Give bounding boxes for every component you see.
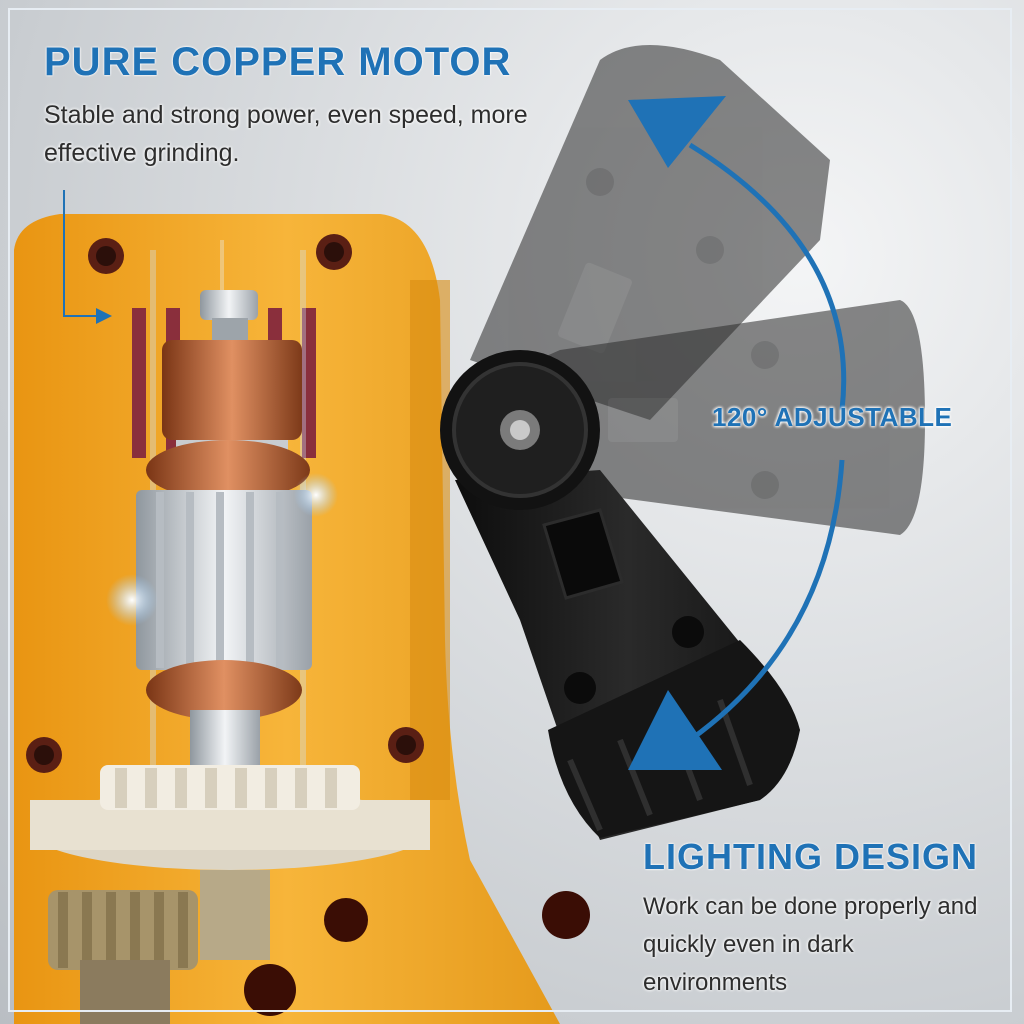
lighting-title: LIGHTING DESIGN: [643, 836, 979, 877]
body-edge: [410, 280, 450, 800]
adjustable-label: 120° ADJUSTABLE: [712, 402, 953, 432]
motor-description: Stable and strong power, even speed, mor…: [44, 101, 528, 167]
gears: [30, 765, 430, 1024]
screws: [26, 234, 590, 1016]
ghost-head-upper: [470, 45, 830, 420]
rotation-arrow: [628, 96, 847, 770]
motor-armature: [106, 290, 338, 770]
lighting-description: Work can be done properly and quickly ev…: [643, 893, 978, 996]
motor-title: PURE COPPER MOTOR: [44, 40, 512, 84]
pointer-arrow: [63, 190, 100, 317]
